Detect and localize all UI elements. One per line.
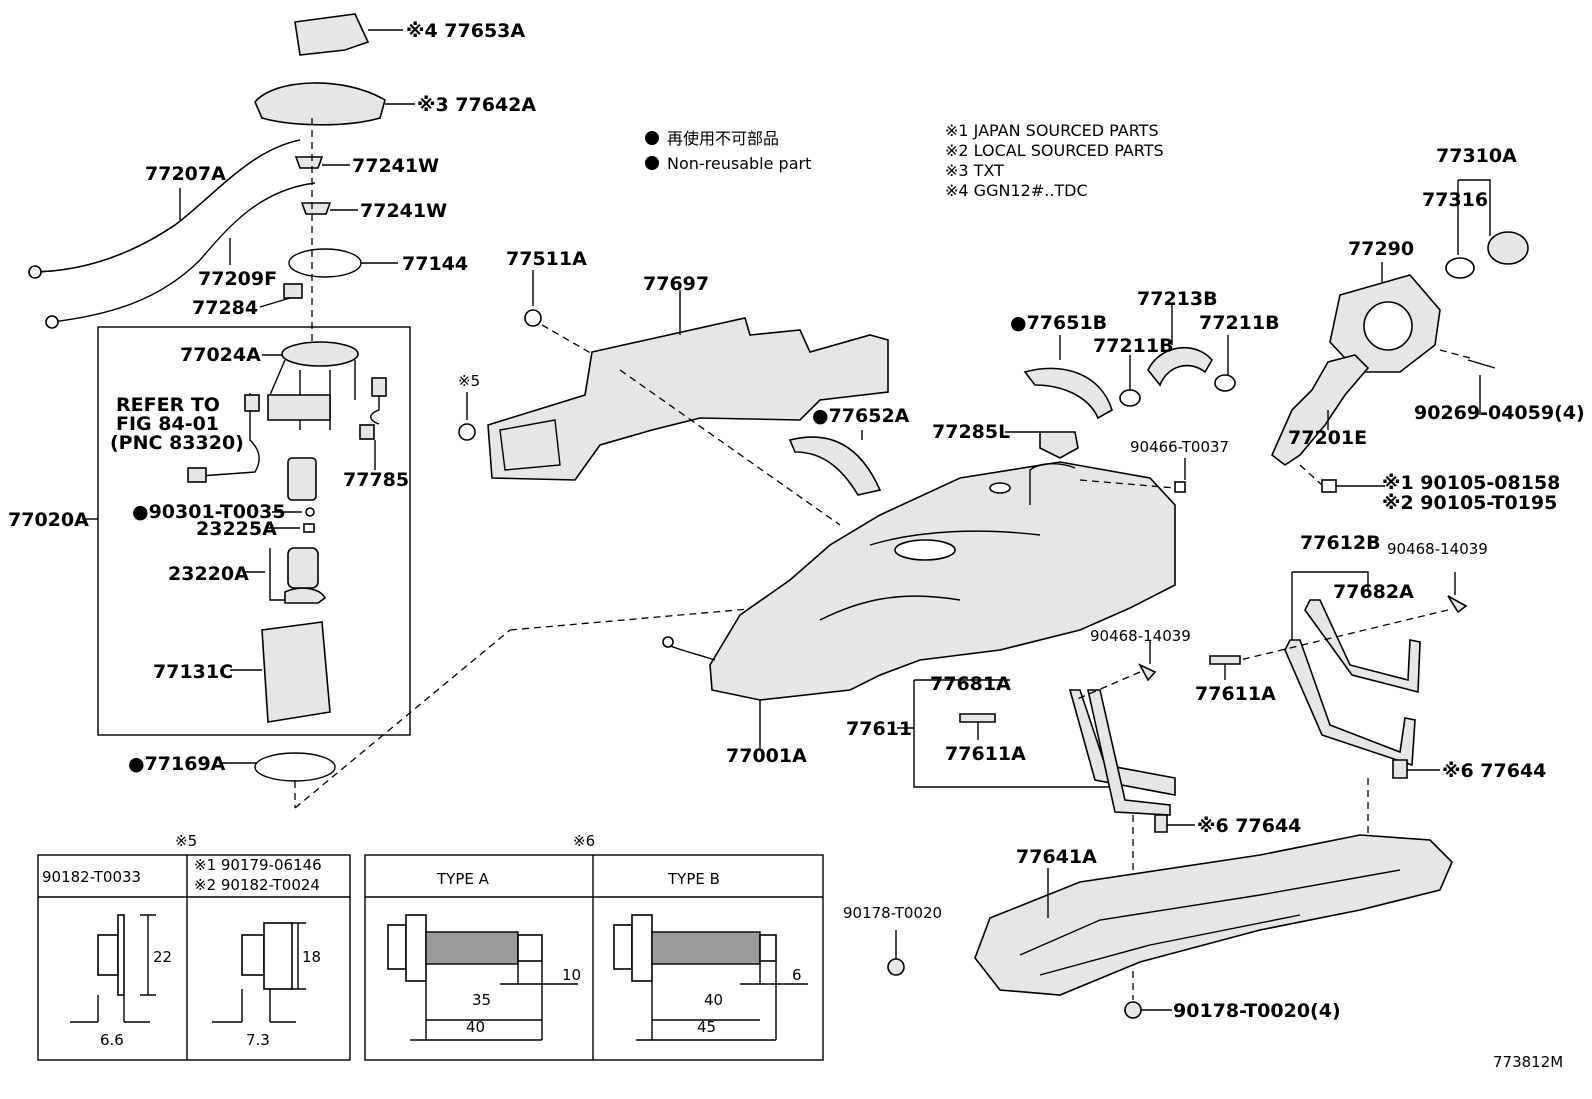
label-77682a: 77682A (1333, 581, 1414, 603)
figure-number: 773812M (1493, 1053, 1563, 1071)
label-77169a: ●77169A (128, 753, 226, 775)
label-90301: ●90301-T0035 (132, 501, 286, 523)
label-77612b: 77612B (1300, 532, 1381, 554)
label-note5: ※5 (458, 372, 480, 390)
label-77611a-1: 77611A (1195, 683, 1276, 705)
label-77651b: ●77651B (1010, 312, 1107, 334)
hose-77213b (1147, 346, 1213, 387)
label-77201e: 77201E (1288, 427, 1367, 449)
label-90466: 90466-T0037 (1130, 438, 1229, 456)
table5-col2-header-1: ※1 90179-06146 (194, 856, 322, 874)
table6-a-dim-1: 10 (562, 966, 581, 984)
refer-line-3: (PNC 83320) (110, 432, 244, 454)
part-77653a-shape (294, 13, 370, 56)
table6-b-dim-1: 6 (792, 966, 802, 984)
protector-77697 (487, 317, 889, 481)
legend-nonreusable-jp: 再使用不可部品 (667, 129, 779, 148)
label-77310a: 77310A (1436, 145, 1517, 167)
label-77207a: 77207A (145, 163, 226, 185)
label-77284: 77284 (192, 297, 258, 319)
table5-col1-header: 90182-T0033 (42, 868, 141, 886)
table6-b-dim-2: 40 (704, 991, 723, 1009)
note-1: ※1 JAPAN SOURCED PARTS (945, 121, 1159, 140)
table5-dim-b-w: 7.3 (246, 1031, 270, 1049)
label-77285l: 77285L (932, 421, 1010, 443)
label-77611a-2: 77611A (945, 743, 1026, 765)
label-77144: 77144 (402, 253, 468, 275)
fuel-line-77207a (29, 139, 301, 273)
table5-dim-a-w: 6.6 (100, 1031, 124, 1049)
table5-dim-a-h: 22 (153, 948, 172, 966)
table6-b-dim-3: 45 (697, 1018, 716, 1036)
refer-line-1: REFER TO (116, 394, 220, 416)
pump-assembly-box (97, 326, 411, 736)
label-77611: 77611 (846, 718, 912, 740)
ring-77144 (288, 248, 362, 278)
label-90468-1: 90468-14039 (1387, 540, 1488, 558)
label-77642a: ※3 77642A (417, 94, 536, 116)
label-23220a: 23220A (168, 563, 249, 585)
label-77644-2: ※6 77644 (1197, 815, 1301, 837)
table6-mark: ※6 (573, 832, 595, 850)
label-77653a: ※4 77653A (406, 20, 525, 42)
fuel-tank-77001a (709, 461, 1176, 701)
strap-77612b (1284, 639, 1416, 767)
table6-a-dim-3: 40 (466, 1018, 485, 1036)
label-77131c: 77131C (153, 661, 233, 683)
note-4: ※4 GGN12#..TDC (945, 181, 1088, 200)
table5-dim-b-h: 18 (302, 948, 321, 966)
label-90105-2: ※2 90105-T0195 (1382, 492, 1557, 514)
label-77697: 77697 (643, 273, 709, 295)
table-5 (37, 854, 351, 1061)
label-90269: 90269-04059(4) (1414, 402, 1585, 424)
label-77785: 77785 (343, 469, 409, 491)
filler-neck-77201e (1271, 354, 1370, 466)
label-90178-1: 90178-T0020 (843, 904, 942, 922)
label-23225a: 23225A (196, 518, 277, 540)
label-77644-1: ※6 77644 (1442, 760, 1546, 782)
label-77213b: 77213B (1137, 288, 1218, 310)
table6-type-b: TYPE B (667, 870, 720, 888)
label-77290: 77290 (1348, 238, 1414, 260)
label-77641a: 77641A (1016, 846, 1097, 868)
table6-type-a: TYPE A (436, 870, 490, 888)
label-90178-2: 90178-T0020(4) (1173, 1000, 1341, 1022)
skid-plate-77641a (974, 834, 1453, 996)
label-77211b-2: 77211B (1199, 312, 1280, 334)
table5-mark: ※5 (175, 832, 197, 850)
label-77511a: 77511A (506, 248, 587, 270)
pump-housing-77131c (261, 621, 331, 723)
label-77316: 77316 (1422, 189, 1488, 211)
note-2: ※2 LOCAL SOURCED PARTS (945, 141, 1164, 160)
table-6 (364, 854, 824, 1061)
part-77642a-shape (254, 82, 386, 126)
label-90468-2: 90468-14039 (1090, 627, 1191, 645)
note-3: ※3 TXT (945, 161, 1004, 180)
table5-col2-header-2: ※2 90182-T0024 (194, 876, 320, 894)
label-77024a: 77024A (180, 344, 261, 366)
label-77241w-1: 77241W (352, 155, 439, 177)
label-77001a: 77001A (726, 745, 807, 767)
label-77209f: 77209F (198, 268, 277, 290)
label-77241w-2: 77241W (360, 200, 447, 222)
label-77681a: 77681A (930, 673, 1011, 695)
strap-77681a (1068, 689, 1176, 796)
strap-77682a (1304, 599, 1421, 694)
fuel-line-77209f (51, 182, 316, 323)
label-77652a: ●77652A (812, 405, 910, 427)
legend-nonreusable-en: Non-reusable part (667, 154, 811, 173)
label-77020a: 77020A (8, 509, 89, 531)
label-90105-1: ※1 90105-08158 (1382, 472, 1560, 494)
table6-a-dim-2: 35 (472, 991, 491, 1009)
refer-line-2: FIG 84-01 (116, 413, 219, 435)
label-77211b-1: 77211B (1093, 335, 1174, 357)
